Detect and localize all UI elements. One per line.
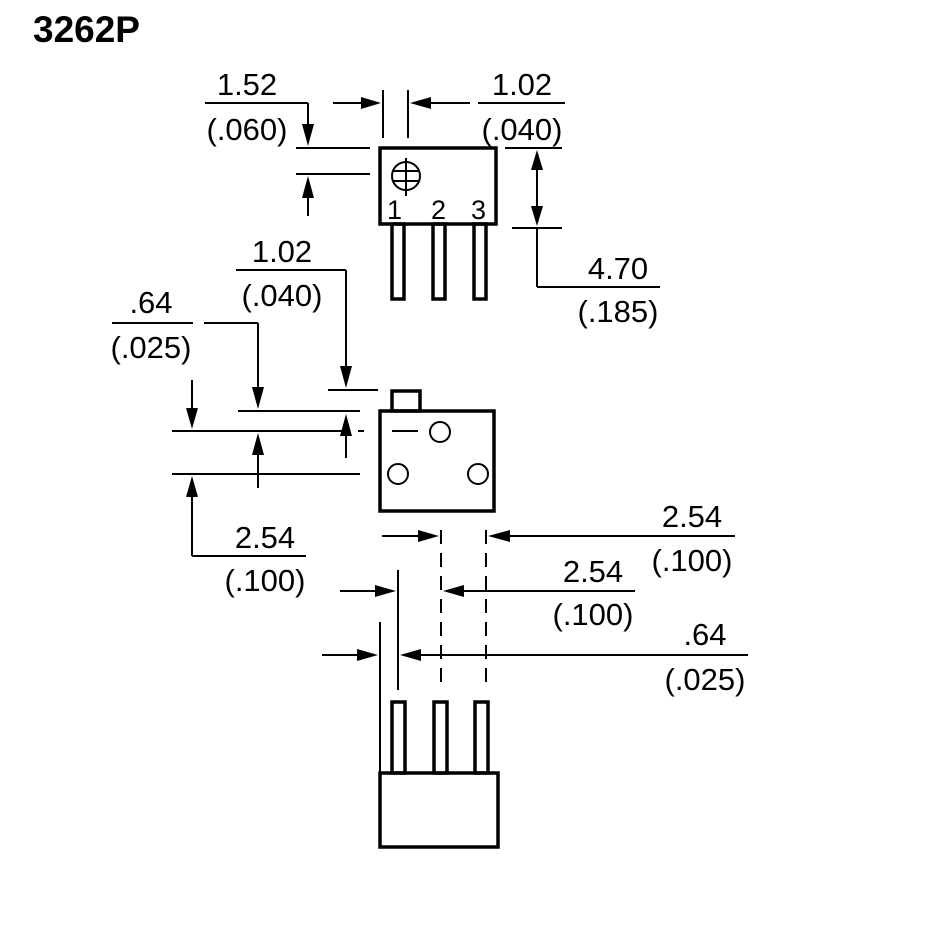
- terminal-hole-right: [467, 463, 489, 485]
- dim-pin-width: .64 (.025): [322, 617, 748, 697]
- front-pin-2: [432, 700, 449, 775]
- side-view-body: [378, 409, 496, 513]
- dim-side-offset: .64 (.025): [111, 285, 264, 488]
- side-view: 1.02 (.040) .64 (.025) 2.54 (.100): [111, 234, 496, 598]
- dim-height-inch: (.185): [578, 294, 659, 329]
- top-pin-1: [390, 222, 406, 301]
- pin-label-2: 2: [431, 195, 446, 225]
- dim-pitch-inner-inch: (.100): [553, 597, 634, 632]
- dim-side-spacing-inch: (.100): [225, 563, 306, 598]
- adjustment-screw-icon: [391, 158, 421, 196]
- front-pin-1: [390, 700, 407, 775]
- dim-pitch-inner-mm: 2.54: [563, 554, 623, 589]
- dim-side-offset-mm: .64: [129, 285, 172, 320]
- dim-side-spacing-mm: 2.54: [235, 520, 295, 555]
- dim-top-left-inch: (.060): [207, 112, 288, 147]
- part-number-title: 3262P: [33, 9, 140, 50]
- terminal-hole-left: [387, 463, 409, 485]
- front-view-body: [378, 771, 500, 849]
- dim-side-offset-inch: (.025): [111, 330, 192, 365]
- dim-pitch-outer-mm: 2.54: [662, 499, 722, 534]
- dim-side-tab-mm: 1.02: [252, 234, 312, 269]
- terminal-hole-top: [429, 421, 451, 443]
- dim-top-left: 1.52 (.060): [205, 67, 370, 216]
- side-view-tab: [390, 389, 422, 413]
- dim-top-right: 1.02 (.040): [333, 67, 565, 147]
- pin-label-1: 1: [387, 195, 402, 225]
- top-view: 1 2 3 1.52 (.060) 1.02: [205, 67, 660, 329]
- front-view: 2.54 (.100) 2.54 (.100) .64 (.025): [322, 499, 748, 849]
- top-pin-3: [472, 222, 488, 301]
- dim-height: 4.70 (.185): [505, 147, 660, 329]
- dim-pin-width-mm: .64: [683, 617, 726, 652]
- dim-pitch-outer: 2.54 (.100): [382, 499, 735, 578]
- top-pin-2: [431, 222, 447, 301]
- dim-pin-width-inch: (.025): [665, 662, 746, 697]
- dim-pitch-inner: 2.54 (.100): [340, 554, 635, 632]
- dim-top-right-mm: 1.02: [492, 67, 552, 102]
- dim-side-tab: 1.02 (.040): [236, 234, 352, 458]
- dim-side-spacing: 2.54 (.100): [186, 476, 306, 598]
- front-pin-3: [473, 700, 490, 775]
- dim-side-tab-inch: (.040): [242, 278, 323, 313]
- dim-top-right-inch: (.040): [482, 112, 563, 147]
- dim-pitch-outer-inch: (.100): [652, 543, 733, 578]
- dim-top-left-mm: 1.52: [217, 67, 277, 102]
- dim-height-mm: 4.70: [588, 251, 648, 286]
- pin-label-3: 3: [471, 195, 486, 225]
